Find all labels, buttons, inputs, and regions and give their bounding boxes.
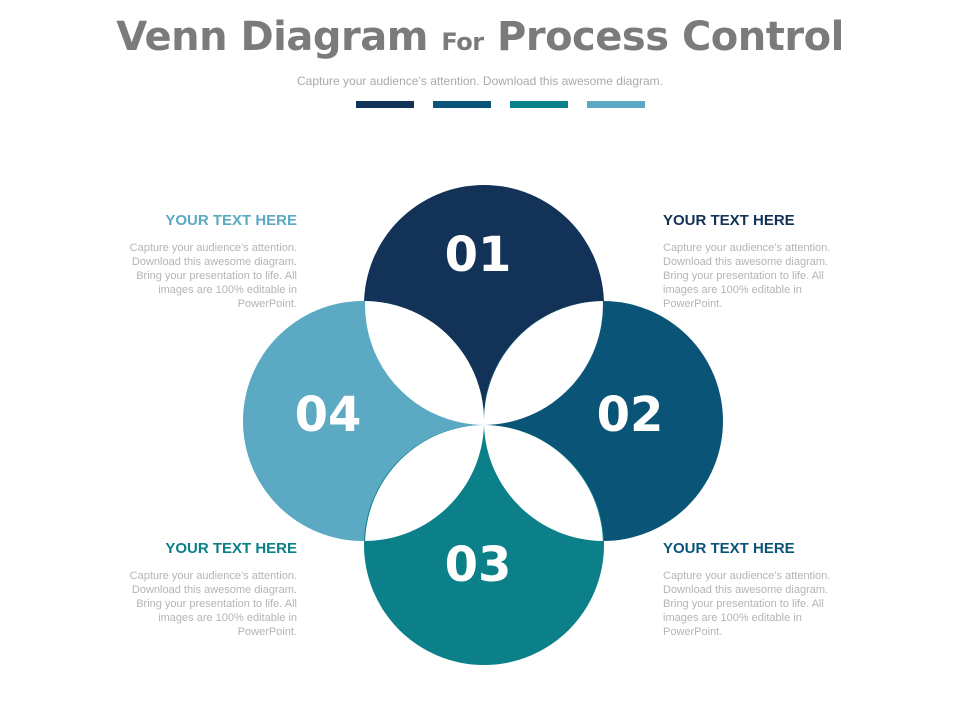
- title-part-3: Process Control: [497, 14, 844, 60]
- swatch-3: [510, 101, 568, 108]
- title-part-1: Venn Diagram: [116, 14, 428, 60]
- page-title: Venn Diagram For Process Control: [0, 14, 960, 60]
- swatch-4: [587, 101, 645, 108]
- block-body: Capture your audience’s attention. Downl…: [129, 570, 297, 638]
- block-heading: YOUR TEXT HERE: [165, 212, 297, 229]
- swatch-2: [433, 101, 491, 108]
- block-heading: YOUR TEXT HERE: [663, 540, 795, 557]
- block-body: Capture your audience’s attention. Downl…: [663, 570, 831, 638]
- segment-number-04: 04: [295, 387, 362, 443]
- subtitle: Capture your audience’s attention. Downl…: [297, 74, 663, 88]
- text-block-top-right: YOUR TEXT HERE Capture your audience’s a…: [663, 212, 853, 311]
- text-block-bottom-left: YOUR TEXT HERE Capture your audience’s a…: [107, 540, 297, 639]
- segment-number-02: 02: [597, 387, 664, 443]
- petal-bottom-left: [365, 425, 484, 541]
- color-swatches: [356, 101, 646, 108]
- petal-top-left: [365, 301, 485, 425]
- petal-top-right: [483, 301, 603, 425]
- block-body: Capture your audience’s attention. Downl…: [663, 242, 831, 310]
- block-body: Capture your audience’s attention. Downl…: [129, 242, 297, 310]
- segment-number-01: 01: [445, 227, 512, 283]
- text-block-top-left: YOUR TEXT HERE Capture your audience’s a…: [107, 212, 297, 311]
- segment-number-03: 03: [445, 537, 512, 593]
- petal-bottom-right: [484, 425, 603, 541]
- text-block-bottom-right: YOUR TEXT HERE Capture your audience’s a…: [663, 540, 853, 639]
- block-heading: YOUR TEXT HERE: [663, 212, 795, 229]
- title-part-2: For: [441, 28, 484, 56]
- block-heading: YOUR TEXT HERE: [165, 540, 297, 557]
- swatch-1: [356, 101, 414, 108]
